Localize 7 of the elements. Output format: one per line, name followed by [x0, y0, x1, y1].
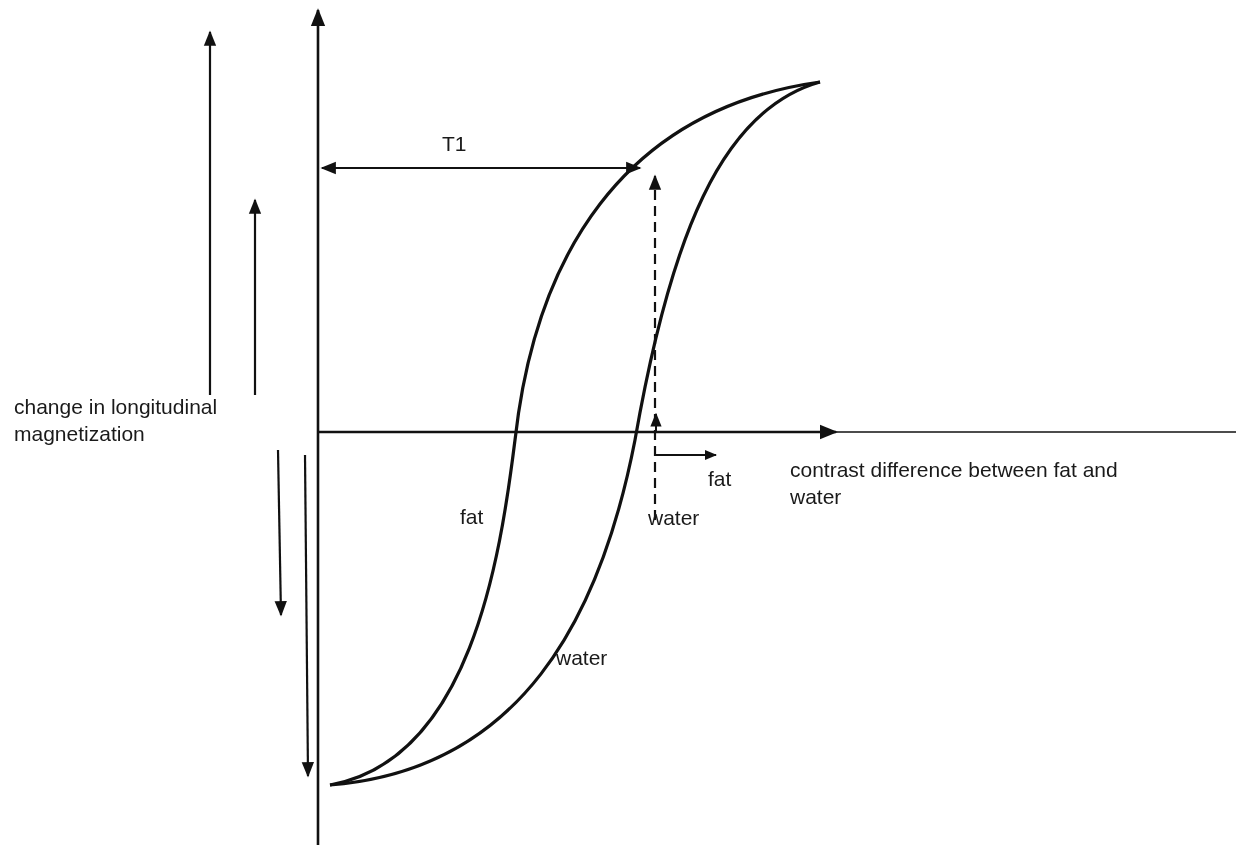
axis-label: change in longitudinal magnetization — [14, 394, 219, 448]
axis-label: contrast difference between fat and water — [790, 457, 1119, 511]
arrow-label: water — [648, 505, 700, 531]
dimension-label: T1 — [442, 131, 467, 157]
curve-label: fat — [460, 504, 484, 530]
curve-label: water — [556, 645, 608, 671]
arrow-label: fat — [708, 466, 732, 492]
